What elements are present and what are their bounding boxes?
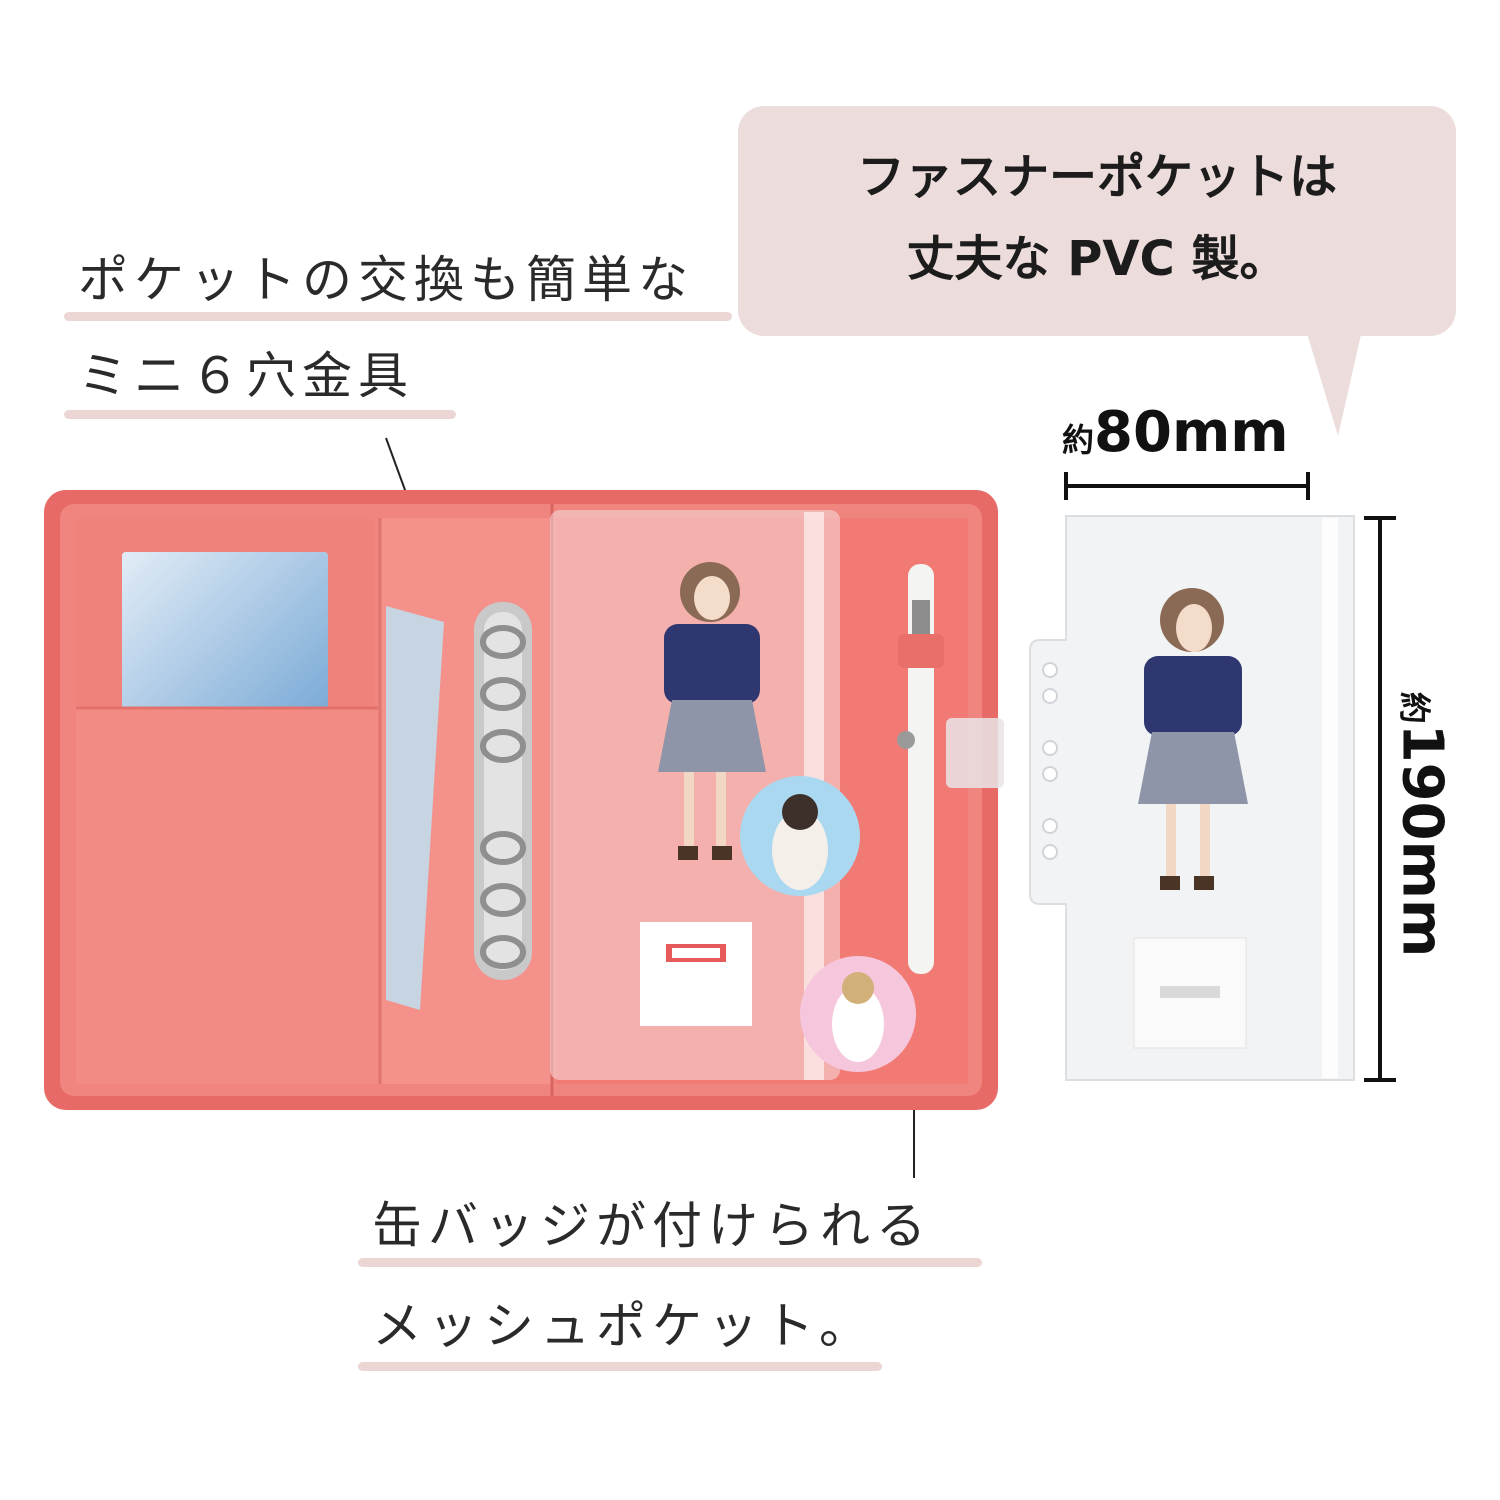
caption-underline xyxy=(358,1258,982,1267)
caption-ring-line2: ミニ６穴金具 xyxy=(78,347,414,405)
bubble-line2: 丈夫な PVC 製。 xyxy=(906,231,1288,287)
acrylic-stand-figure xyxy=(658,562,766,860)
can-badge-blue xyxy=(740,776,860,896)
caption-underline xyxy=(64,410,456,419)
width-value: 80mm xyxy=(1094,400,1289,465)
zip-pocket-inner xyxy=(550,510,840,1080)
bubble-tail xyxy=(1306,330,1362,436)
concert-ticket xyxy=(122,552,328,752)
caption-underline xyxy=(358,1362,882,1371)
caption-mesh-line1: 缶バッジが付けられる xyxy=(372,1197,932,1255)
caption-ring-line1: ポケットの交換も簡単な xyxy=(78,251,694,309)
width-prefix: 約 xyxy=(1062,421,1095,459)
closure-tab xyxy=(946,718,1004,788)
ring-mechanism xyxy=(474,602,532,980)
width-label: 約80mm xyxy=(1062,400,1289,465)
height-value: 190mm xyxy=(1389,723,1455,958)
pen xyxy=(897,564,944,974)
caption-underline xyxy=(64,312,732,321)
height-prefix: 約 xyxy=(1395,691,1434,724)
height-dimension xyxy=(1364,516,1396,1082)
binder-cover xyxy=(44,490,1004,1110)
can-badge-pink xyxy=(800,956,916,1072)
bubble-line1: ファスナーポケットは xyxy=(856,149,1337,205)
width-dimension xyxy=(1064,472,1310,500)
height-label: 約190mm xyxy=(1390,625,1455,1025)
speech-bubble: ファスナーポケットは 丈夫な PVC 製。 xyxy=(738,106,1456,336)
caption-mesh-line2: メッシュポケット。 xyxy=(372,1297,875,1355)
brand-card xyxy=(640,922,752,1026)
zip-pocket-detached xyxy=(1029,515,1355,1081)
